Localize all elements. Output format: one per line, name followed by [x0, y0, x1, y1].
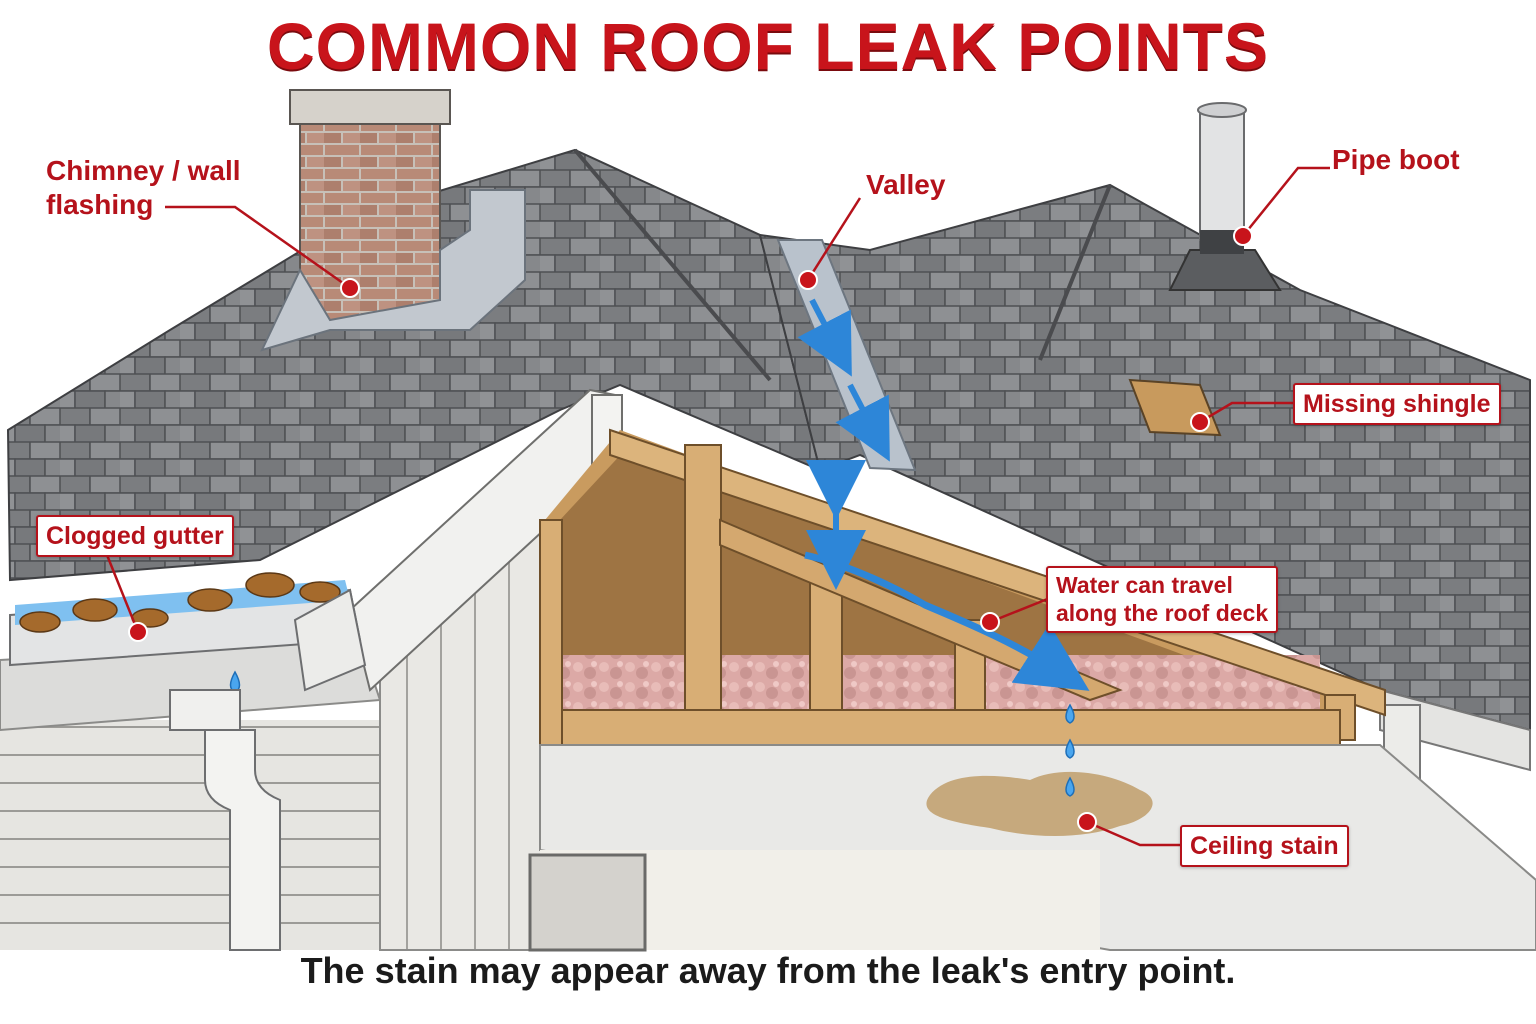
chimney	[289, 89, 451, 325]
chimney-flashing	[260, 189, 526, 352]
gutter	[9, 572, 367, 951]
leader-lines	[105, 166, 1330, 847]
attic-cutaway	[539, 428, 1386, 747]
left-wall	[0, 720, 380, 950]
valley-label: Valley	[866, 169, 946, 200]
ceiling-stain-label: Ceiling stain	[1180, 825, 1349, 867]
callout-markers	[128, 226, 1253, 832]
pipe-vent	[1168, 102, 1282, 291]
pipe-boot-label: Pipe boot	[1332, 144, 1460, 175]
missing-shingle-label: Missing shingle	[1293, 383, 1501, 425]
diagram-title: COMMON ROOF LEAK POINTS	[267, 9, 1269, 83]
clogged-gutter-label: Clogged gutter	[36, 515, 234, 557]
diagram-caption: The stain may appear away from the leak'…	[300, 950, 1236, 991]
chimney-flashing-label: Chimney / wall flashing	[46, 155, 241, 220]
water-travel-label: Water can travel along the roof deck	[1046, 566, 1279, 634]
